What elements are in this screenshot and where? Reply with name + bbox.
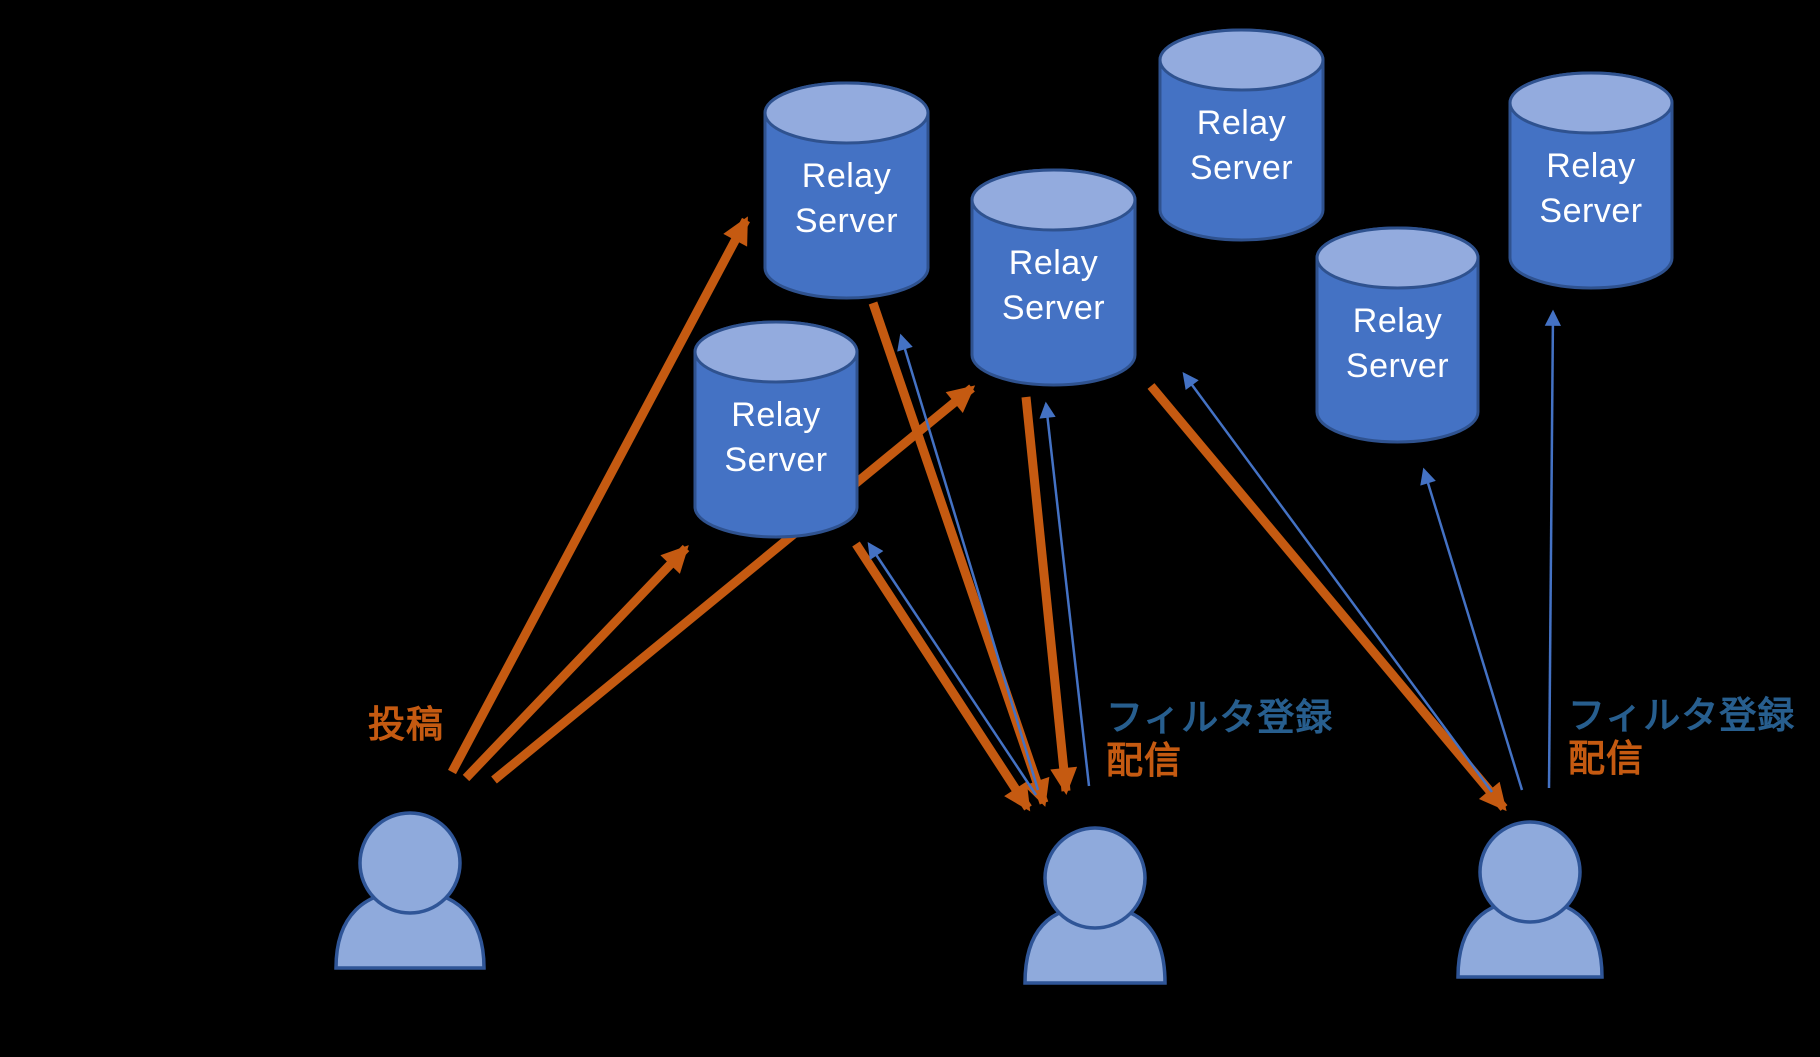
server-label-line: Server	[795, 202, 898, 240]
filter-label-right: フィルタ登録	[1568, 695, 1796, 736]
cylinder-top	[1315, 226, 1480, 290]
server-label-line: Server	[724, 441, 827, 479]
arrow-delivery-relay-b-to-user-right	[1147, 383, 1508, 812]
server-label-line: Relay	[802, 157, 891, 195]
cylinder-top	[1158, 28, 1325, 92]
arrow-filter-user-middle-to-relay-b	[1039, 401, 1091, 787]
person-head	[358, 811, 462, 915]
server-label-line: Relay	[1197, 104, 1286, 142]
server-label-line: Relay	[1353, 302, 1442, 340]
delivery-label-right: 配信	[1568, 738, 1644, 779]
arrow-post-user-left-to-relay-f	[462, 544, 690, 782]
server-label-line: Server	[1346, 347, 1449, 385]
person-user-left	[334, 811, 486, 970]
post-label: 投稿	[368, 704, 444, 745]
person-user-middle	[1023, 826, 1167, 985]
server-label-line: Relay	[1546, 147, 1635, 185]
delivery-label-middle: 配信	[1106, 740, 1182, 781]
person-head	[1043, 826, 1147, 930]
server-label-line: Relay	[731, 396, 820, 434]
arrow-delivery-relay-b-to-user-middle	[1021, 396, 1078, 796]
filter-label-middle: フィルタ登録	[1106, 697, 1334, 738]
server-label-line: Server	[1539, 192, 1642, 230]
arrow-filter-user-right-to-relay-e	[1544, 309, 1562, 789]
server-label-line: Relay	[1009, 244, 1098, 282]
arrow-filter-user-right-to-relay-d	[1420, 467, 1524, 791]
arrow-post-user-left-to-relay-a	[448, 216, 750, 775]
cylinder-top	[970, 168, 1137, 232]
person-head	[1478, 820, 1582, 924]
cylinder-top	[693, 320, 859, 384]
arrow-post-user-left-to-relay-b	[491, 384, 976, 784]
person-user-right	[1456, 820, 1604, 979]
arrow-filter-user-right-to-relay-b	[1182, 372, 1494, 793]
cylinder-top	[763, 81, 930, 145]
arrow-filter-user-middle-to-relay-a	[897, 333, 1040, 791]
arrow-filter-user-middle-to-relay-f	[867, 541, 1038, 796]
server-label-line: Server	[1002, 289, 1105, 327]
server-label-line: Server	[1190, 149, 1293, 187]
arrow-delivery-relay-f-to-user-middle	[852, 541, 1032, 812]
cylinder-top	[1508, 71, 1674, 135]
